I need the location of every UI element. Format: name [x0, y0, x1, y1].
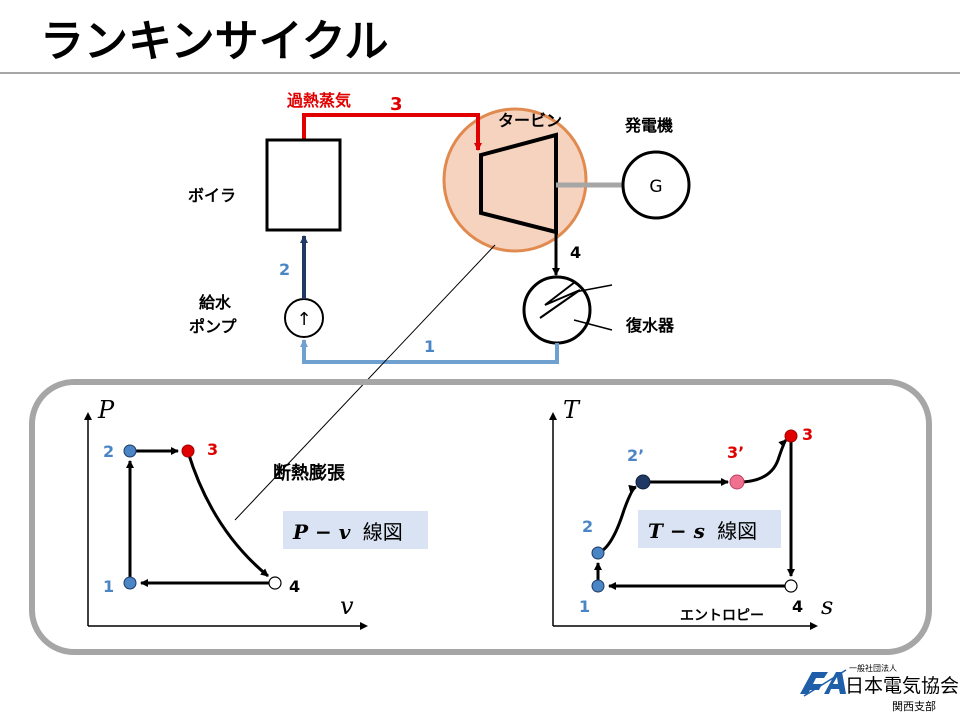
ts-caption-suffix: 線図 [717, 519, 757, 543]
condenser-coil [539, 281, 581, 319]
charts-panel [29, 379, 932, 655]
ts-y-axis-label: T [563, 396, 581, 424]
ts-chart: T s エントロピー 1 2 2’ 3’ 3 4 T − s 線図 [549, 396, 833, 630]
ts-caption: T − s 線図 [648, 519, 757, 543]
ts-x-axis-name: エントロピー [680, 608, 764, 624]
state-4-label: 4 [570, 243, 581, 262]
state-1-label: 1 [424, 337, 435, 356]
ts-point-2prime-label: 2’ [627, 446, 644, 465]
ts-point-1-label: 1 [579, 597, 590, 616]
page-title: ランキンサイクル [40, 16, 388, 67]
pv-point-3 [181, 444, 195, 458]
pv-caption-main: P − v [292, 520, 351, 544]
logo-main-text: 日本電気協会 [845, 675, 959, 697]
pv-caption-suffix: 線図 [363, 520, 403, 544]
ts-point-4-label: 4 [792, 597, 803, 616]
pv-y-axis-label: P [97, 396, 115, 424]
ts-point-3prime-label: 3’ [727, 443, 744, 462]
pump-label-line2: ポンプ [189, 317, 238, 336]
generator-symbol: G [649, 177, 662, 197]
boiler [265, 138, 342, 232]
superheated-steam-line [302, 113, 482, 151]
ts-caption-box [638, 510, 781, 548]
ts-point-2-label: 2 [582, 517, 593, 536]
pv-point-1 [123, 576, 137, 590]
pv-point-4 [268, 576, 282, 590]
ts-point-3 [784, 429, 798, 443]
pv-caption: P − v 線図 [292, 520, 403, 544]
pv-point-3-label: 3 [207, 440, 218, 459]
ts-caption-main: T − s [648, 519, 705, 543]
ts-x-axis-label: s [821, 592, 833, 620]
pv-point-4-label: 4 [289, 577, 300, 596]
pv-path-3-4 [186, 451, 269, 578]
turbine-label: タービン [498, 111, 562, 130]
logo-branch-text: 関西支部 [892, 699, 936, 713]
condensate-return-line [300, 339, 559, 364]
pump-symbol: ↑ [296, 309, 311, 330]
ts-point-2 [591, 546, 605, 560]
condenser-cooling-out [573, 319, 613, 331]
superheated-steam-label: 過熱蒸気 [286, 91, 351, 110]
organization-logo: 一般社団法人 日本電気協会 関西支部 [800, 663, 959, 713]
logo-small-text: 一般社団法人 [849, 663, 897, 673]
ts-point-3-label: 3 [802, 425, 813, 444]
condenser-cooling-in [574, 284, 613, 293]
ts-point-3prime [729, 474, 745, 490]
ts-path-3prime-3 [737, 438, 788, 484]
pv-caption-box [283, 511, 428, 549]
ts-point-4 [784, 579, 798, 593]
logo-mark-icon [800, 669, 847, 697]
turbine-highlight-circle [442, 107, 588, 253]
generator [621, 150, 691, 220]
generator-label: 発電機 [624, 116, 673, 135]
pv-point-2-label: 2 [103, 442, 114, 461]
pv-point-2 [123, 444, 137, 458]
pv-chart: P v 1 2 3 4 断熱膨張 P − v 線図 [84, 396, 428, 630]
state-2-label: 2 [279, 260, 290, 279]
ts-point-2prime [635, 474, 651, 490]
pv-point-1-label: 1 [103, 577, 114, 596]
state-3-label: 3 [390, 94, 403, 115]
ts-path-2-2prime [597, 484, 637, 555]
ts-point-1 [591, 579, 605, 593]
cycle-schematic: 過熱蒸気 3 ボイラ タービン G 発電機 4 復水器 1 ↑ 給水 ポンプ 2 [188, 91, 691, 521]
condenser-label: 復水器 [625, 316, 675, 335]
adiabatic-expansion-label: 断熱膨張 [273, 462, 346, 484]
pump-label-line1: 給水 [199, 293, 232, 312]
condenser [522, 275, 592, 345]
boiler-label: ボイラ [188, 186, 236, 205]
pv-x-axis-label: v [340, 592, 354, 620]
